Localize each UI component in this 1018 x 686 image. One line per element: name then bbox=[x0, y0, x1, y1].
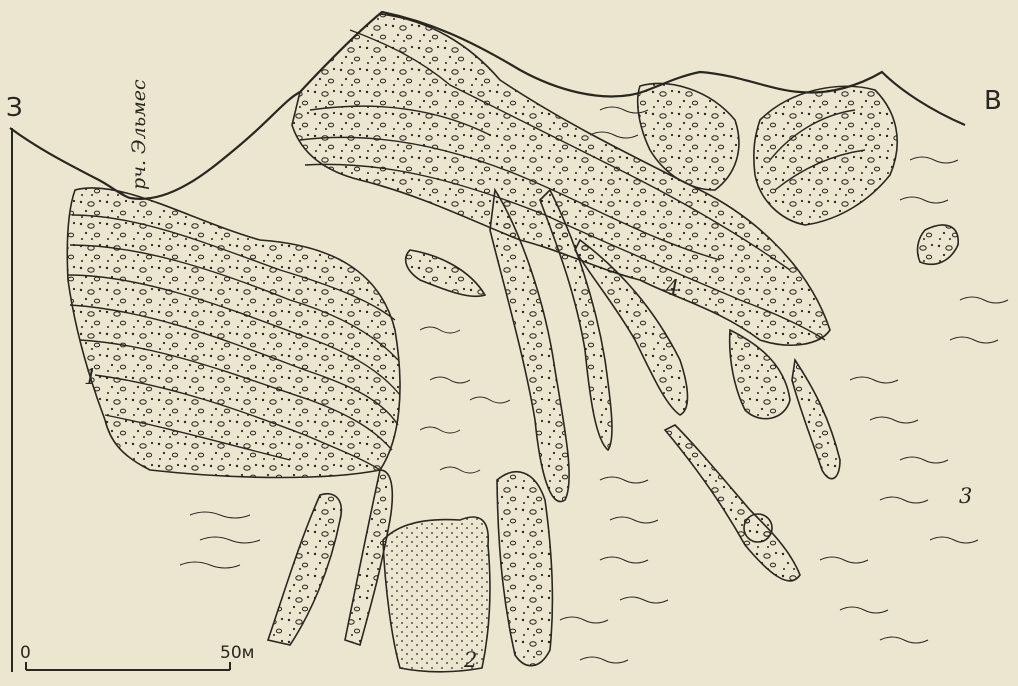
conglomerate-beds bbox=[67, 14, 958, 672]
unit-label-1: 1 bbox=[84, 367, 97, 388]
scale-bar bbox=[26, 662, 230, 670]
scale-start-label: 0 bbox=[20, 645, 31, 662]
unit-label-3: 3 bbox=[959, 486, 972, 507]
unit-label-2: 2 bbox=[464, 650, 477, 671]
east-direction-label: В bbox=[984, 88, 1002, 114]
scale-end-label: 50м bbox=[220, 645, 254, 662]
unit-label-4: 4 bbox=[666, 278, 679, 299]
west-direction-label: З bbox=[6, 95, 23, 121]
river-label: рч. Эльмес bbox=[130, 79, 149, 190]
